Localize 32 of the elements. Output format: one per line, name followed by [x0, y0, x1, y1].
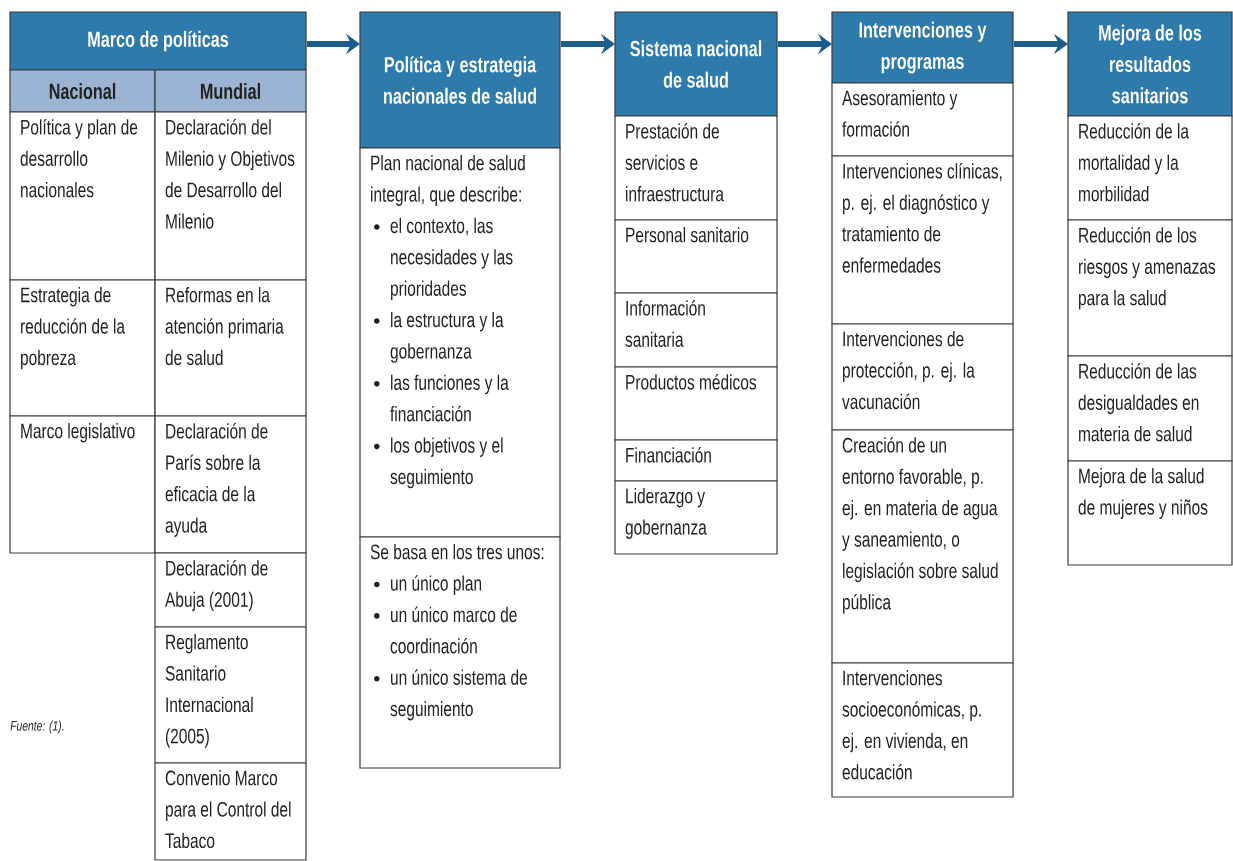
table-cell: Estrategia de reducción de la pobreza — [9, 279, 156, 417]
table-cell: Declaración de París sobre la eficacia de la ayuda — [154, 415, 307, 554]
table-cell: Prestación de servicios e infraestructura — [614, 115, 778, 221]
table-cell: Se basa en los tres unos: un único plan un único marco de coordinación un único sistema de seguimiento — [359, 536, 561, 769]
table-cell: Reformas en la atención primaria de salud — [154, 279, 307, 417]
header-cell: Mejora de los resultados sanitarios — [1067, 11, 1233, 117]
table-cell: Personal sanitario — [614, 219, 778, 294]
table-cell: Declaración del Milenio y Objetivos de Desarrollo del Milenio — [154, 111, 307, 281]
table-cell: Reglamento Sanitario Internacional (2005) — [154, 626, 307, 764]
header-cell: Política y estrategia nacionales de salud — [359, 11, 561, 149]
header-cell: Intervenciones y programas — [831, 11, 1014, 84]
table-cell: Financiación — [614, 439, 778, 482]
table-cell: Mejora de la salud de mujeres y niños — [1067, 460, 1233, 566]
column-header: Mundial — [154, 69, 307, 113]
table-cell: Liderazgo y gobernanza — [614, 480, 778, 555]
table-cell: Asesoramiento y formación — [831, 82, 1014, 157]
table-cell: Reducción de las desigualdades en materia de salud — [1067, 355, 1233, 462]
table-cell: Intervenciones socioeconómicas, p. ej. en vivienda, en educación — [831, 662, 1014, 798]
table-cell: Información sanitaria — [614, 292, 778, 368]
header-cell: Sistema nacional de salud — [614, 11, 778, 117]
source-note: Fuente: (1). — [10, 720, 64, 734]
table-cell: Política y plan de desarrollo nacionales — [9, 111, 156, 281]
table-cell: Marco legislativo — [9, 415, 156, 554]
table-cell: Reducción de los riesgos y amenazas para la salud — [1067, 219, 1233, 357]
column-header: Nacional — [9, 69, 156, 113]
table-cell: Intervenciones de protección, p. ej. la vacunación — [831, 323, 1014, 431]
table-cell: Productos médicos — [614, 366, 778, 441]
header-cell: Marco de políticas — [9, 11, 307, 71]
table-cell: Convenio Marco para el Control del Tabaco — [154, 762, 307, 861]
table-cell: Declaración de Abuja (2001) — [154, 552, 307, 628]
table-cell: Reducción de la mortalidad y la morbilidad — [1067, 115, 1233, 221]
table-cell: Plan nacional de salud integral, que describe: el contexto, las necesidades y las prioridades la estructura y la gobernanza las funciones y la financiación los objetivos y el seguimiento — [359, 147, 561, 538]
